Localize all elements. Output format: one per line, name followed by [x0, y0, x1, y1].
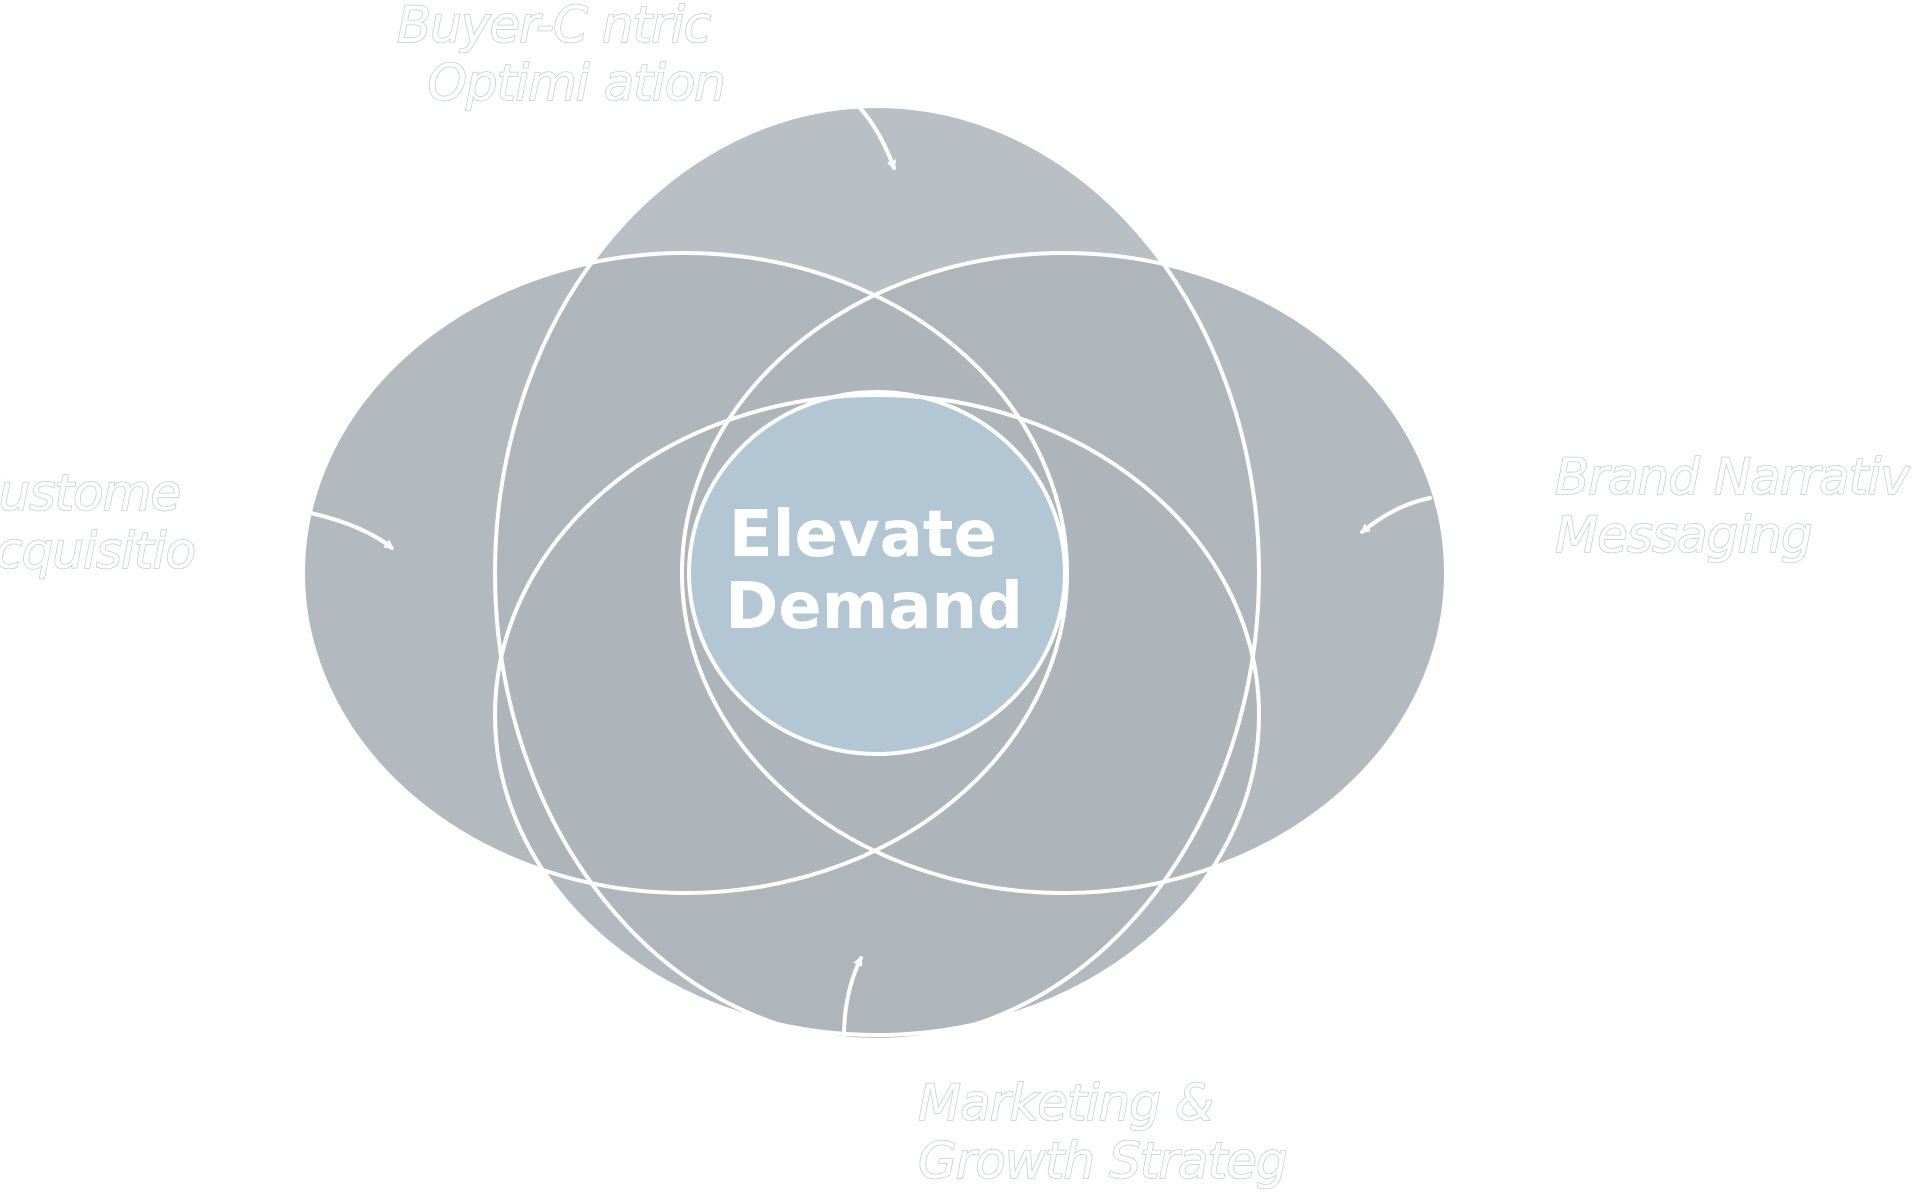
label-top-line-2: Optimi ation: [428, 54, 726, 112]
center-region: [689, 392, 1065, 754]
label-left-line-1: Custome: [0, 464, 180, 522]
arrow-bottom: [841, 958, 863, 1044]
label-right-line-1: Brand Narrativ &: [1555, 448, 1920, 506]
center-title: Elevate Demand: [725, 498, 1023, 644]
connector-arrows: [304, 106, 1432, 1044]
label-right: Brand Narrativ & Messaging: [1555, 448, 1920, 564]
circle-outlines: [301, 104, 1448, 1042]
label-bottom-line-2: Growth Strateg: [918, 1132, 1287, 1190]
label-right-line-2: Messaging: [1555, 506, 1812, 564]
label-left: Custome Acquisitio: [0, 464, 195, 580]
arrow-right: [1360, 496, 1432, 534]
outline-center: [687, 390, 1067, 756]
outline-top: [493, 104, 1261, 1042]
center-title-line-2: Demand: [725, 570, 1023, 644]
arrow-left: [304, 510, 394, 550]
label-bottom-line-1: Marketing &: [918, 1074, 1213, 1132]
label-left-line-2: Acquisitio: [0, 522, 195, 580]
outline-right: [680, 251, 1448, 895]
arrow-top: [858, 106, 894, 168]
label-top-line-1: Buyer-C ntric: [397, 0, 711, 54]
label-top: Buyer-C ntric Optimi ation: [397, 0, 725, 112]
label-bottom: Marketing & Growth Strateg: [918, 1074, 1287, 1190]
outline-bottom: [493, 393, 1261, 1037]
center-title-line-1: Elevate: [729, 498, 997, 572]
